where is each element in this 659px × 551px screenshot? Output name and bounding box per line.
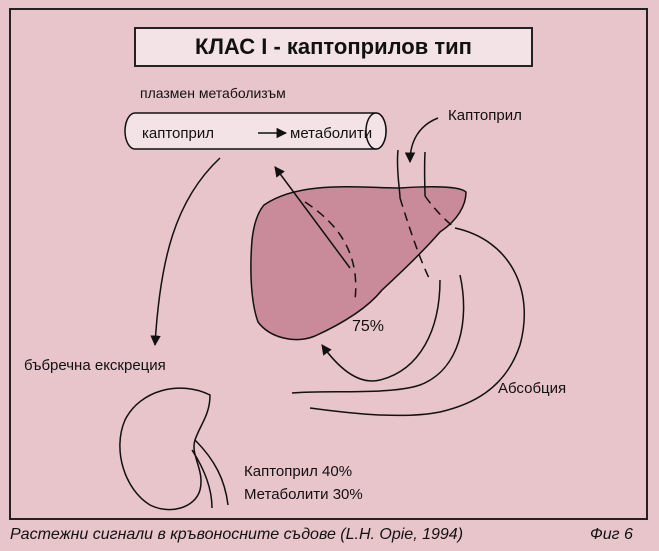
figure-caption: Растежни сигнали в кръвоносните съдове (… <box>10 526 650 544</box>
kidney-metabolites-label: Метаболити 30% <box>244 486 363 503</box>
vessel-metabolites-label: метаболити <box>290 125 372 142</box>
captopril-intake-label: Каптоприл <box>448 107 522 124</box>
captopril-intake-arrow <box>410 118 438 162</box>
percent-75-label: 75% <box>352 318 384 335</box>
kidney-captopril-label: Каптоприл 40% <box>244 463 352 480</box>
kidney-shape <box>120 388 210 509</box>
absorption-label: Абсобция <box>498 380 566 397</box>
renal-excretion-label: бъбречна екскреция <box>24 357 166 374</box>
figure-number: Фиг 6 <box>590 526 633 544</box>
plasma-metabolism-label: плазмен метаболизъм <box>140 85 286 101</box>
renal-excretion-arrow <box>155 158 220 345</box>
caption-text: Растежни сигнали в кръвоносните съдове (… <box>10 526 463 543</box>
liver-shape <box>251 187 466 340</box>
vessel-captopril-label: каптоприл <box>142 125 214 142</box>
